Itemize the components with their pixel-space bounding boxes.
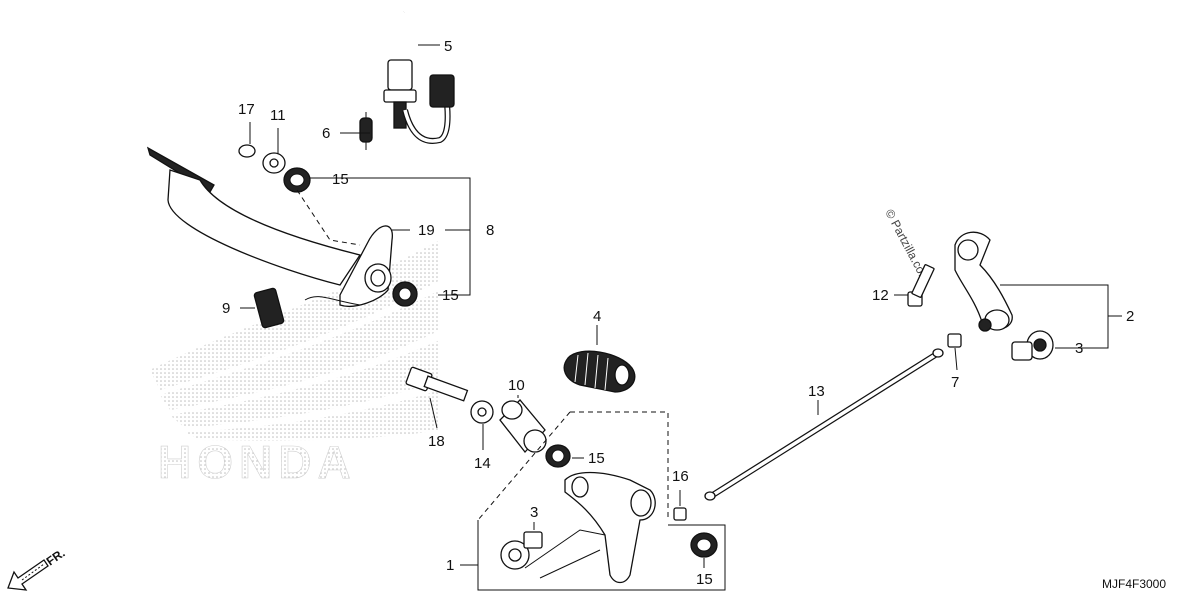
callout-7: 7: [951, 374, 959, 391]
part-10-collar: [499, 399, 547, 454]
callout-16: 16: [672, 468, 689, 485]
callout-labels: 5 17 11 6 15 19 8 15 9 4 10 18 14 15 16 …: [222, 38, 1134, 588]
callout-14: 14: [474, 455, 491, 472]
part-12-bolt: [907, 264, 935, 307]
part-5-stop-switch: [383, 10, 455, 144]
diagram-code: MJF4F3000: [1102, 577, 1166, 591]
part-4-pedal-rubber: [563, 350, 636, 393]
part-15-oil-seal-right: [690, 532, 718, 558]
part-9-spring: [253, 287, 285, 329]
part-3-rod-end-lower: [500, 531, 543, 570]
part-13-shift-rod: [704, 348, 944, 501]
callout-3-right: 3: [1075, 340, 1083, 357]
callout-12: 12: [872, 287, 889, 304]
honda-logo-text: HONDA: [158, 436, 357, 488]
callout-13: 13: [808, 383, 825, 400]
part-11-washer: [262, 152, 286, 174]
callout-2: 2: [1126, 308, 1134, 325]
callout-15-lower: 15: [442, 287, 459, 304]
part-6-spring: [359, 112, 373, 150]
callout-15-right: 15: [696, 571, 713, 588]
part-15-oil-seal-upper: [283, 167, 311, 193]
part-15-oil-seal-lower: [392, 281, 418, 307]
part-17-clip: [238, 144, 256, 158]
part-1-pedal-assembly: [477, 411, 726, 591]
leader-lines: [240, 44, 1122, 568]
part-19-brake-pedal: [146, 146, 393, 307]
part-2-shift-arm: [954, 231, 1013, 332]
callout-4: 4: [593, 308, 601, 325]
callout-18: 18: [428, 433, 445, 450]
callout-3-lower: 3: [530, 504, 538, 521]
part-14-washer: [470, 400, 494, 424]
callout-9: 9: [222, 300, 230, 317]
part-16-nut: [673, 507, 687, 521]
callout-19: 19: [418, 222, 435, 239]
callout-6: 6: [322, 125, 330, 142]
part-18-bolt: [405, 366, 469, 402]
callout-15-mid: 15: [588, 450, 605, 467]
callout-5: 5: [444, 38, 452, 55]
part-15-oil-seal-mid: [545, 444, 571, 468]
callout-17: 17: [238, 101, 255, 118]
callout-11: 11: [270, 107, 286, 124]
part-3-rod-end-right: [1011, 330, 1054, 361]
part-7-nut: [947, 333, 962, 348]
callout-15-upper: 15: [332, 171, 349, 188]
front-direction-arrow-icon: [7, 559, 49, 591]
callout-8: 8: [486, 222, 494, 239]
callout-1: 1: [446, 557, 454, 574]
callout-10: 10: [508, 377, 525, 394]
